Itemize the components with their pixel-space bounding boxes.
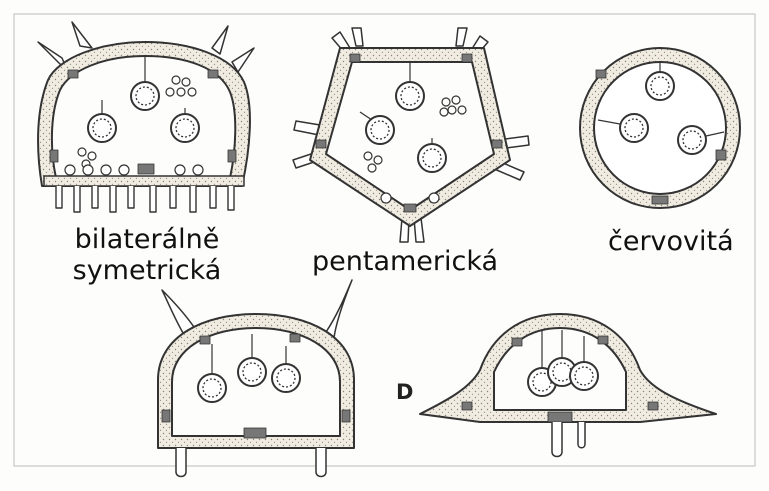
label-vermiform: červovitá (608, 226, 734, 257)
label-bilateral-line2: symetrická (73, 255, 222, 286)
pentameric-section-figure (293, 28, 529, 242)
label-bilateral: bilaterálně symetrická (52, 224, 242, 286)
label-bilateral-line1: bilaterálně (75, 224, 220, 255)
label-pentameric: pentamerická (312, 246, 498, 277)
flattened-section-with-flanges-figure (420, 314, 716, 457)
bilateral-section-figure (38, 22, 254, 212)
arched-section-with-spines-figure (158, 280, 354, 477)
label-letter-d: D (396, 380, 413, 404)
vermiform-section-figure (580, 48, 740, 208)
